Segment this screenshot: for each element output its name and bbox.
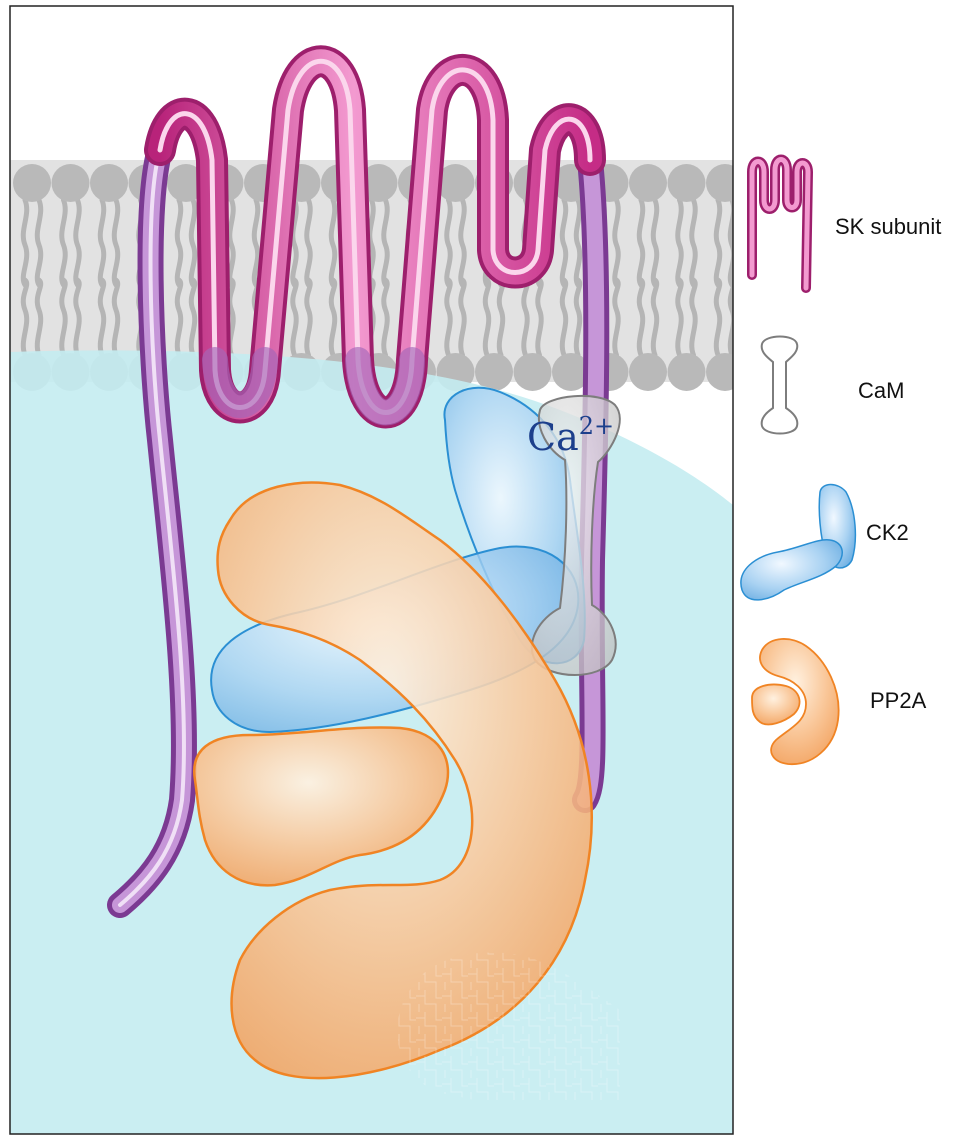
legend-label-pp2a: PP2A: [870, 688, 927, 713]
legend-item-ck2: CK2: [741, 485, 909, 600]
lipid-head: [668, 164, 706, 202]
legend: SK subunit CaM CK2 PP2A: [741, 160, 941, 765]
legend-label-ck2: CK2: [866, 520, 909, 545]
lipid-head: [52, 164, 90, 202]
legend-label-sk-subunit: SK subunit: [835, 214, 941, 239]
legend-item-pp2a: PP2A: [752, 639, 927, 764]
legend-item-sk-subunit: SK subunit: [752, 160, 941, 289]
diagram-panel: Ca2+: [10, 6, 783, 1134]
lipid-head: [668, 353, 706, 391]
lipid-head: [629, 164, 667, 202]
legend-item-calmodulin: CaM: [762, 337, 905, 434]
lipid-tail: [755, 280, 758, 355]
lipid-head: [90, 164, 128, 202]
ck2-icon: [741, 485, 855, 600]
lipid-head: [475, 353, 513, 391]
lipid-head: [514, 353, 552, 391]
lipid-head: [706, 353, 744, 391]
legend-label-calmodulin: CaM: [858, 378, 904, 403]
calmodulin-icon: [762, 337, 798, 434]
sk-subunit-icon: [752, 160, 808, 289]
lipid-head: [629, 353, 667, 391]
lipid-head: [13, 164, 51, 202]
pp2a-icon: [752, 639, 839, 764]
lipid-head: [706, 164, 744, 202]
